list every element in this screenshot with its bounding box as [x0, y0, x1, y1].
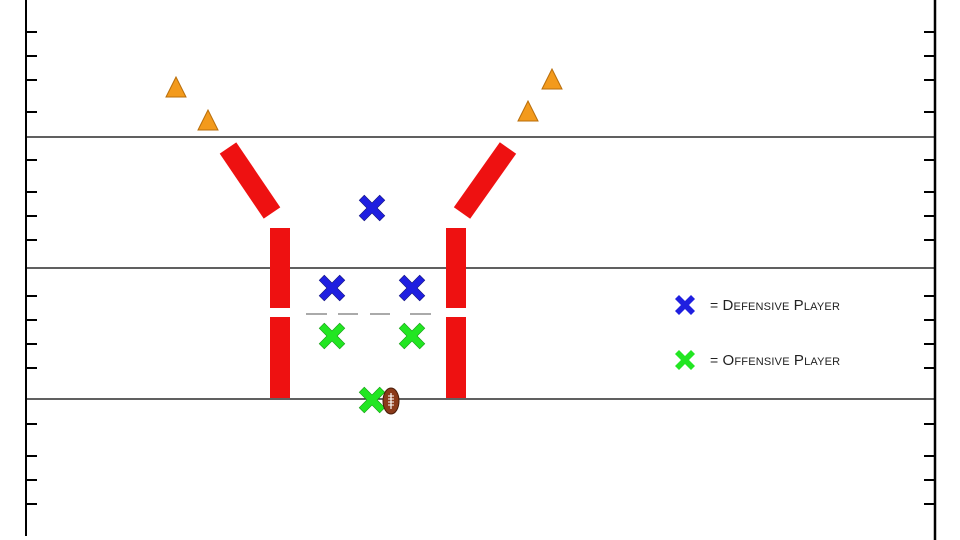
offensive-player-x-icon	[398, 322, 426, 350]
cones	[165, 67, 563, 131]
cone	[165, 75, 187, 98]
legend-offensive-label: = Offensive Player	[710, 351, 841, 369]
offensive-x-icon	[675, 350, 695, 370]
sidelines	[25, 0, 937, 540]
defensive-player-x-icon	[398, 274, 426, 302]
legend-defensive: = Defensive Player	[670, 290, 840, 320]
cone	[541, 67, 563, 90]
cone	[197, 108, 219, 131]
barrier-bag	[219, 142, 281, 219]
yard-lines	[26, 136, 935, 400]
barrier-bag	[446, 228, 466, 308]
barrier-bag	[270, 317, 290, 398]
barriers	[219, 142, 517, 398]
players	[318, 194, 426, 414]
offensive-player-x-icon	[318, 322, 346, 350]
defensive-x-icon	[675, 295, 695, 315]
barrier-bag	[453, 142, 517, 219]
legend-defensive-label: = Defensive Player	[710, 296, 841, 314]
legend-offensive: = Offensive Player	[670, 345, 840, 375]
football-icon	[382, 387, 400, 415]
hash-marks	[26, 31, 935, 505]
barrier-bag	[446, 317, 466, 398]
defensive-player-x-icon	[358, 194, 386, 222]
barrier-bag	[270, 228, 290, 308]
cone	[517, 99, 539, 122]
defensive-player-x-icon	[318, 274, 346, 302]
offensive-player-x-icon	[358, 386, 386, 414]
